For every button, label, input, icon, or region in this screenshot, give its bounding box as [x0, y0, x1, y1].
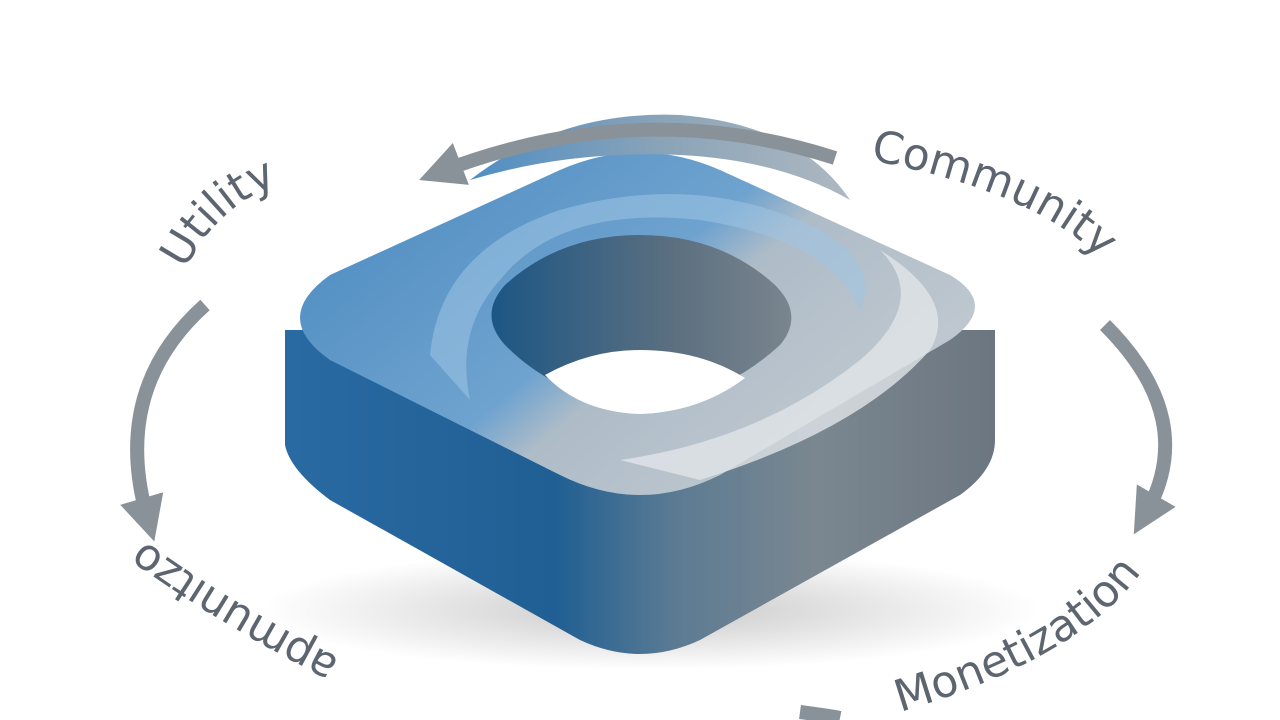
label-utility: Utility	[150, 147, 282, 275]
label-community: Community	[868, 121, 1128, 268]
arrow-right	[1100, 320, 1176, 535]
arrow-top	[419, 122, 838, 185]
ring-swirl-highlight	[430, 194, 865, 400]
ring-center-hole	[491, 235, 792, 405]
ring-hole-floor	[545, 350, 745, 414]
arrow-left	[120, 299, 210, 542]
ring-swirl-gray	[620, 250, 939, 480]
arrow-bottom	[799, 705, 842, 720]
